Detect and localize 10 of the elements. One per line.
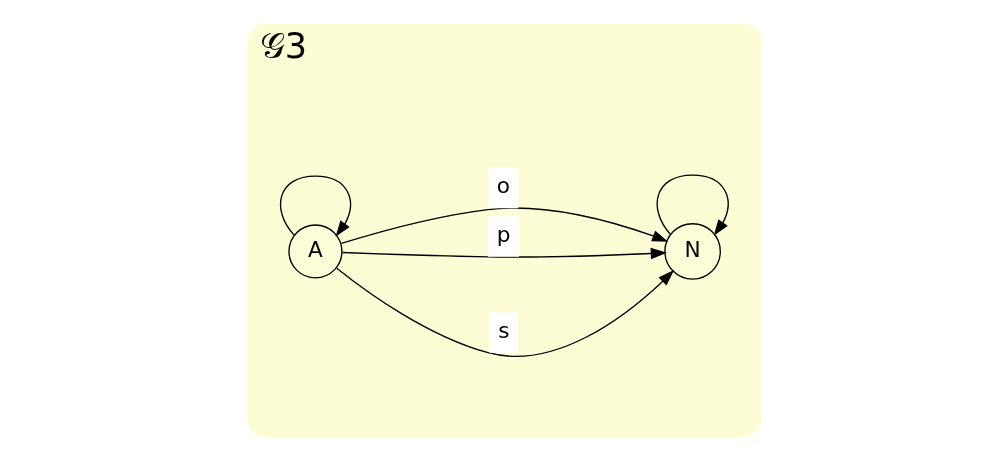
arrow: [340, 207, 668, 245]
edge-label: o: [496, 173, 510, 199]
arrow: [279, 175, 351, 237]
edge-label: s: [497, 317, 509, 343]
arrow: [335, 267, 674, 357]
arrow: [341, 247, 667, 260]
node-circle: N: [663, 223, 721, 280]
node-circle: A: [287, 224, 343, 279]
edge-label: p: [496, 221, 511, 247]
arrow: [656, 174, 729, 236]
